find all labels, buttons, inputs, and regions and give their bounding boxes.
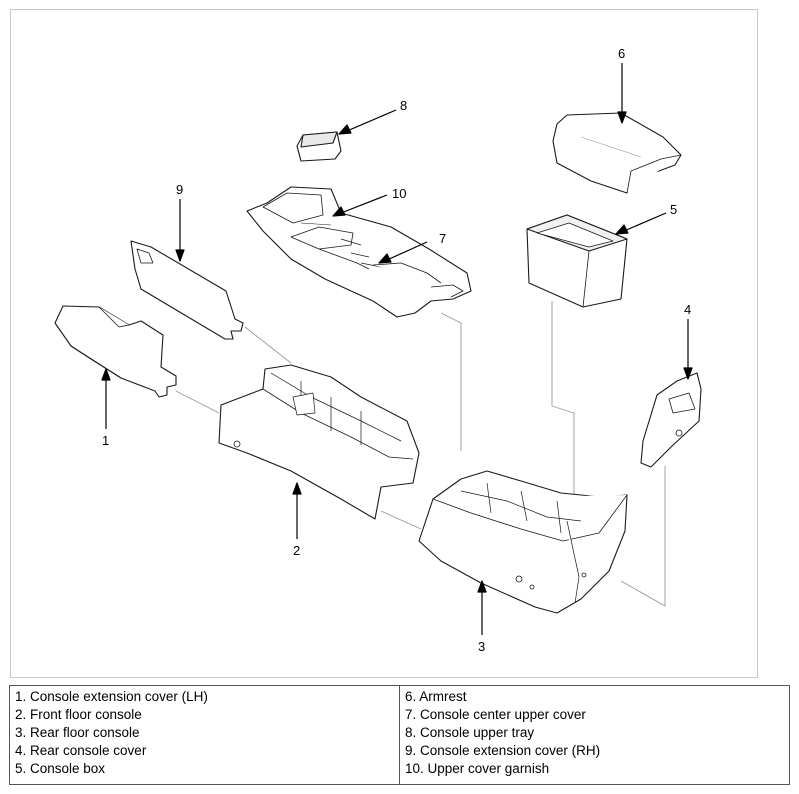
rear-floor-console-drawing xyxy=(418,470,628,614)
legend-column-right: 6. Armrest 7. Console center upper cover… xyxy=(399,686,789,784)
legend-item: 10. Upper cover garnish xyxy=(405,761,550,776)
legend-item: 5. Console box xyxy=(15,761,106,776)
legend-item: 8. Console upper tray xyxy=(405,725,535,740)
callout-2: 2 xyxy=(293,543,300,558)
legend-item: 4. Rear console cover xyxy=(15,743,147,758)
console-upper-tray-drawing xyxy=(296,131,342,162)
legend-item: 9. Console extension cover (RH) xyxy=(405,743,601,758)
legend-item: 7. Console center upper cover xyxy=(405,707,586,722)
callout-9: 9 xyxy=(176,182,183,197)
console-extension-cover-rh-drawing xyxy=(130,240,244,340)
legend-item: 6. Armrest xyxy=(405,689,467,704)
assembly-guide-lines xyxy=(175,301,666,607)
callout-8: 8 xyxy=(400,98,407,113)
parts-legend-table: 1. Console extension cover (LH) 2. Front… xyxy=(9,685,790,785)
callout-1: 1 xyxy=(102,433,109,448)
callout-numbers: 1 2 3 4 5 6 7 8 9 10 xyxy=(102,46,691,654)
upper-cover-garnish-drawing xyxy=(246,186,472,318)
armrest-drawing xyxy=(552,112,682,194)
callout-arrows xyxy=(101,63,693,635)
legend-column-left: 1. Console extension cover (LH) 2. Front… xyxy=(10,686,399,784)
callout-6: 6 xyxy=(618,46,625,61)
callout-4: 4 xyxy=(684,302,691,317)
console-box-drawing xyxy=(526,214,628,308)
exploded-view-diagram: 1 2 3 4 5 6 7 8 9 10 xyxy=(10,9,758,678)
callout-7: 7 xyxy=(439,231,446,246)
front-floor-console-drawing xyxy=(218,364,420,520)
rear-console-cover-drawing xyxy=(640,372,702,468)
callout-3: 3 xyxy=(478,639,485,654)
legend-item: 2. Front floor console xyxy=(15,707,142,722)
callout-5: 5 xyxy=(670,202,677,217)
legend-item: 1. Console extension cover (LH) xyxy=(15,689,208,704)
callout-10: 10 xyxy=(392,186,406,201)
legend-item: 3. Rear floor console xyxy=(15,725,140,740)
console-extension-cover-lh-drawing xyxy=(54,305,177,398)
